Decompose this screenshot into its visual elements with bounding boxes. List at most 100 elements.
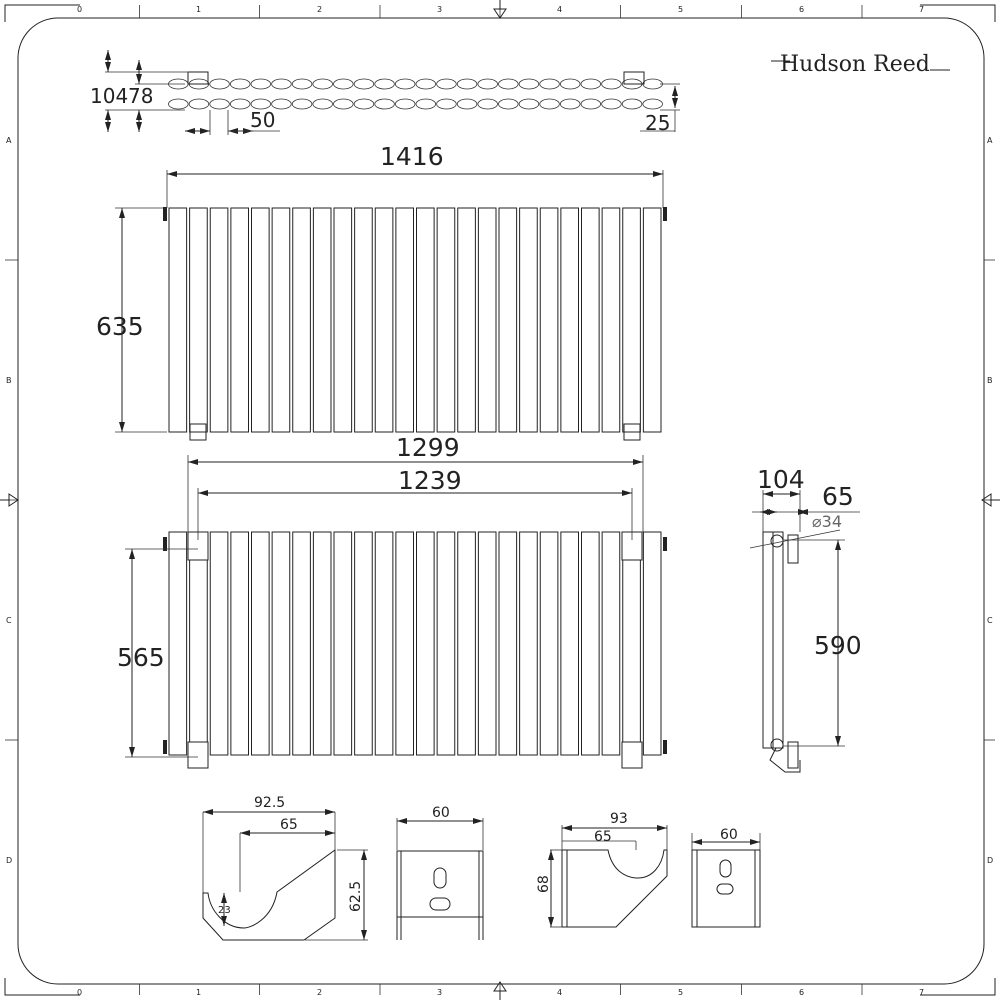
front-tube: [498, 207, 518, 433]
front-tube: [168, 207, 188, 433]
rear-tube: [333, 531, 353, 756]
valve-stub: [163, 207, 167, 221]
bracket1-height-label: 62.5: [348, 881, 364, 912]
pipe-centres-label: 590: [814, 631, 862, 660]
hudson-reed-logo: Hudson Reed: [771, 52, 950, 77]
plan-tube: [250, 98, 272, 110]
plan-tube: [250, 78, 272, 90]
plan-tube: [333, 78, 354, 90]
plan-tube: [168, 98, 189, 110]
bracket2-inner-label: 65: [594, 829, 612, 845]
plan-tube: [539, 98, 560, 110]
front-tube: [292, 207, 311, 433]
rear-tube: [581, 531, 600, 756]
frame-column-label: 5: [678, 5, 683, 14]
side-depth-label: 104: [757, 465, 805, 494]
plan-tube: [456, 78, 478, 90]
plan-tube: [229, 78, 251, 90]
rear-tube: [477, 531, 497, 756]
bracket-2-front-view: 60: [691, 827, 761, 928]
bracket-1-front-view: 60: [396, 805, 484, 940]
plan-tube: [374, 78, 395, 90]
front-tube: [251, 207, 270, 433]
front-tube: [189, 207, 208, 433]
bracket1-radius-label: 23: [218, 905, 231, 916]
frame-column-label: 5: [678, 988, 683, 997]
plan-tube: [436, 78, 457, 90]
frame-column-label: 0: [77, 988, 82, 997]
plan-tube: [394, 78, 416, 90]
frame-column-label: 1: [196, 988, 201, 997]
front-tube: [416, 207, 435, 433]
bracket2-front-width-label: 60: [720, 827, 738, 843]
frame-column-label: 6: [799, 988, 804, 997]
front-tube: [622, 207, 641, 433]
plan-tube: [456, 98, 478, 110]
bracket-centres-label: 1239: [398, 466, 462, 495]
front-tube: [642, 207, 662, 433]
bracket-2-side-view: 93 65 68: [536, 811, 668, 928]
plan-tube: [559, 98, 581, 110]
plan-tube: [642, 98, 663, 110]
bracket1-inner-label: 65: [280, 817, 298, 833]
frame-row-label: A: [987, 136, 993, 145]
frame-row-label: C: [987, 616, 993, 625]
rear-tube: [498, 531, 518, 756]
rear-tube: [168, 531, 188, 756]
valve-stub: [163, 537, 167, 551]
frame-column-label: 4: [557, 988, 562, 997]
frame-column-label: 0: [77, 5, 82, 14]
front-tube: [395, 207, 414, 433]
front-tube: [374, 207, 394, 433]
valve-stub: [663, 537, 667, 551]
rear-tube: [395, 531, 414, 756]
frame-row-label: D: [987, 856, 993, 865]
bracket-1-side-view: 92.5 65 23 62.5: [202, 795, 368, 941]
front-tube: [436, 207, 456, 433]
rear-tube: [251, 531, 270, 756]
rear-tube: [436, 531, 456, 756]
plan-tube: [312, 78, 333, 90]
frame-column-label: 2: [317, 988, 322, 997]
plan-tube: [580, 98, 602, 110]
plan-tube: [312, 98, 333, 110]
width-label: 1416: [380, 142, 444, 171]
plan-tube: [559, 78, 581, 90]
frame-row-label: B: [987, 376, 993, 385]
plan-tube: [353, 78, 375, 90]
plan-tube: [209, 78, 230, 90]
rear-tube: [539, 531, 559, 756]
plan-tube: [477, 78, 498, 90]
plan-tube: [394, 98, 416, 110]
bracket1-front-width-label: 60: [432, 805, 450, 821]
rear-tube: [560, 531, 579, 756]
plan-tube: [415, 78, 437, 90]
side-offset-label: 65: [822, 482, 854, 511]
rear-tube: [354, 531, 373, 756]
plan-tube: [353, 98, 375, 110]
front-tube: [601, 207, 621, 433]
bracket-width-label: 1299: [396, 433, 460, 462]
plan-inner-depth-label: 78: [128, 84, 153, 108]
rear-view: 1299 1239 565: [117, 433, 667, 769]
bracket2-width-label: 93: [610, 811, 628, 827]
plan-tube: [518, 78, 540, 90]
frame-row-label: A: [6, 136, 12, 145]
front-tube: [539, 207, 559, 433]
rear-tube: [622, 531, 641, 756]
height-label: 635: [96, 312, 144, 341]
plan-tube: [271, 78, 292, 90]
front-tube: [560, 207, 579, 433]
plan-tube: [601, 78, 622, 90]
frame-column-label: 1: [196, 5, 201, 14]
plan-tube: [642, 78, 663, 90]
valve-stub: [663, 207, 667, 221]
offset-label: 25: [645, 111, 670, 135]
front-tube: [477, 207, 497, 433]
plan-tube: [291, 78, 313, 90]
front-tube: [519, 207, 538, 433]
bracket1-width-label: 92.5: [254, 795, 285, 811]
frame-column-label: 7: [919, 5, 924, 14]
